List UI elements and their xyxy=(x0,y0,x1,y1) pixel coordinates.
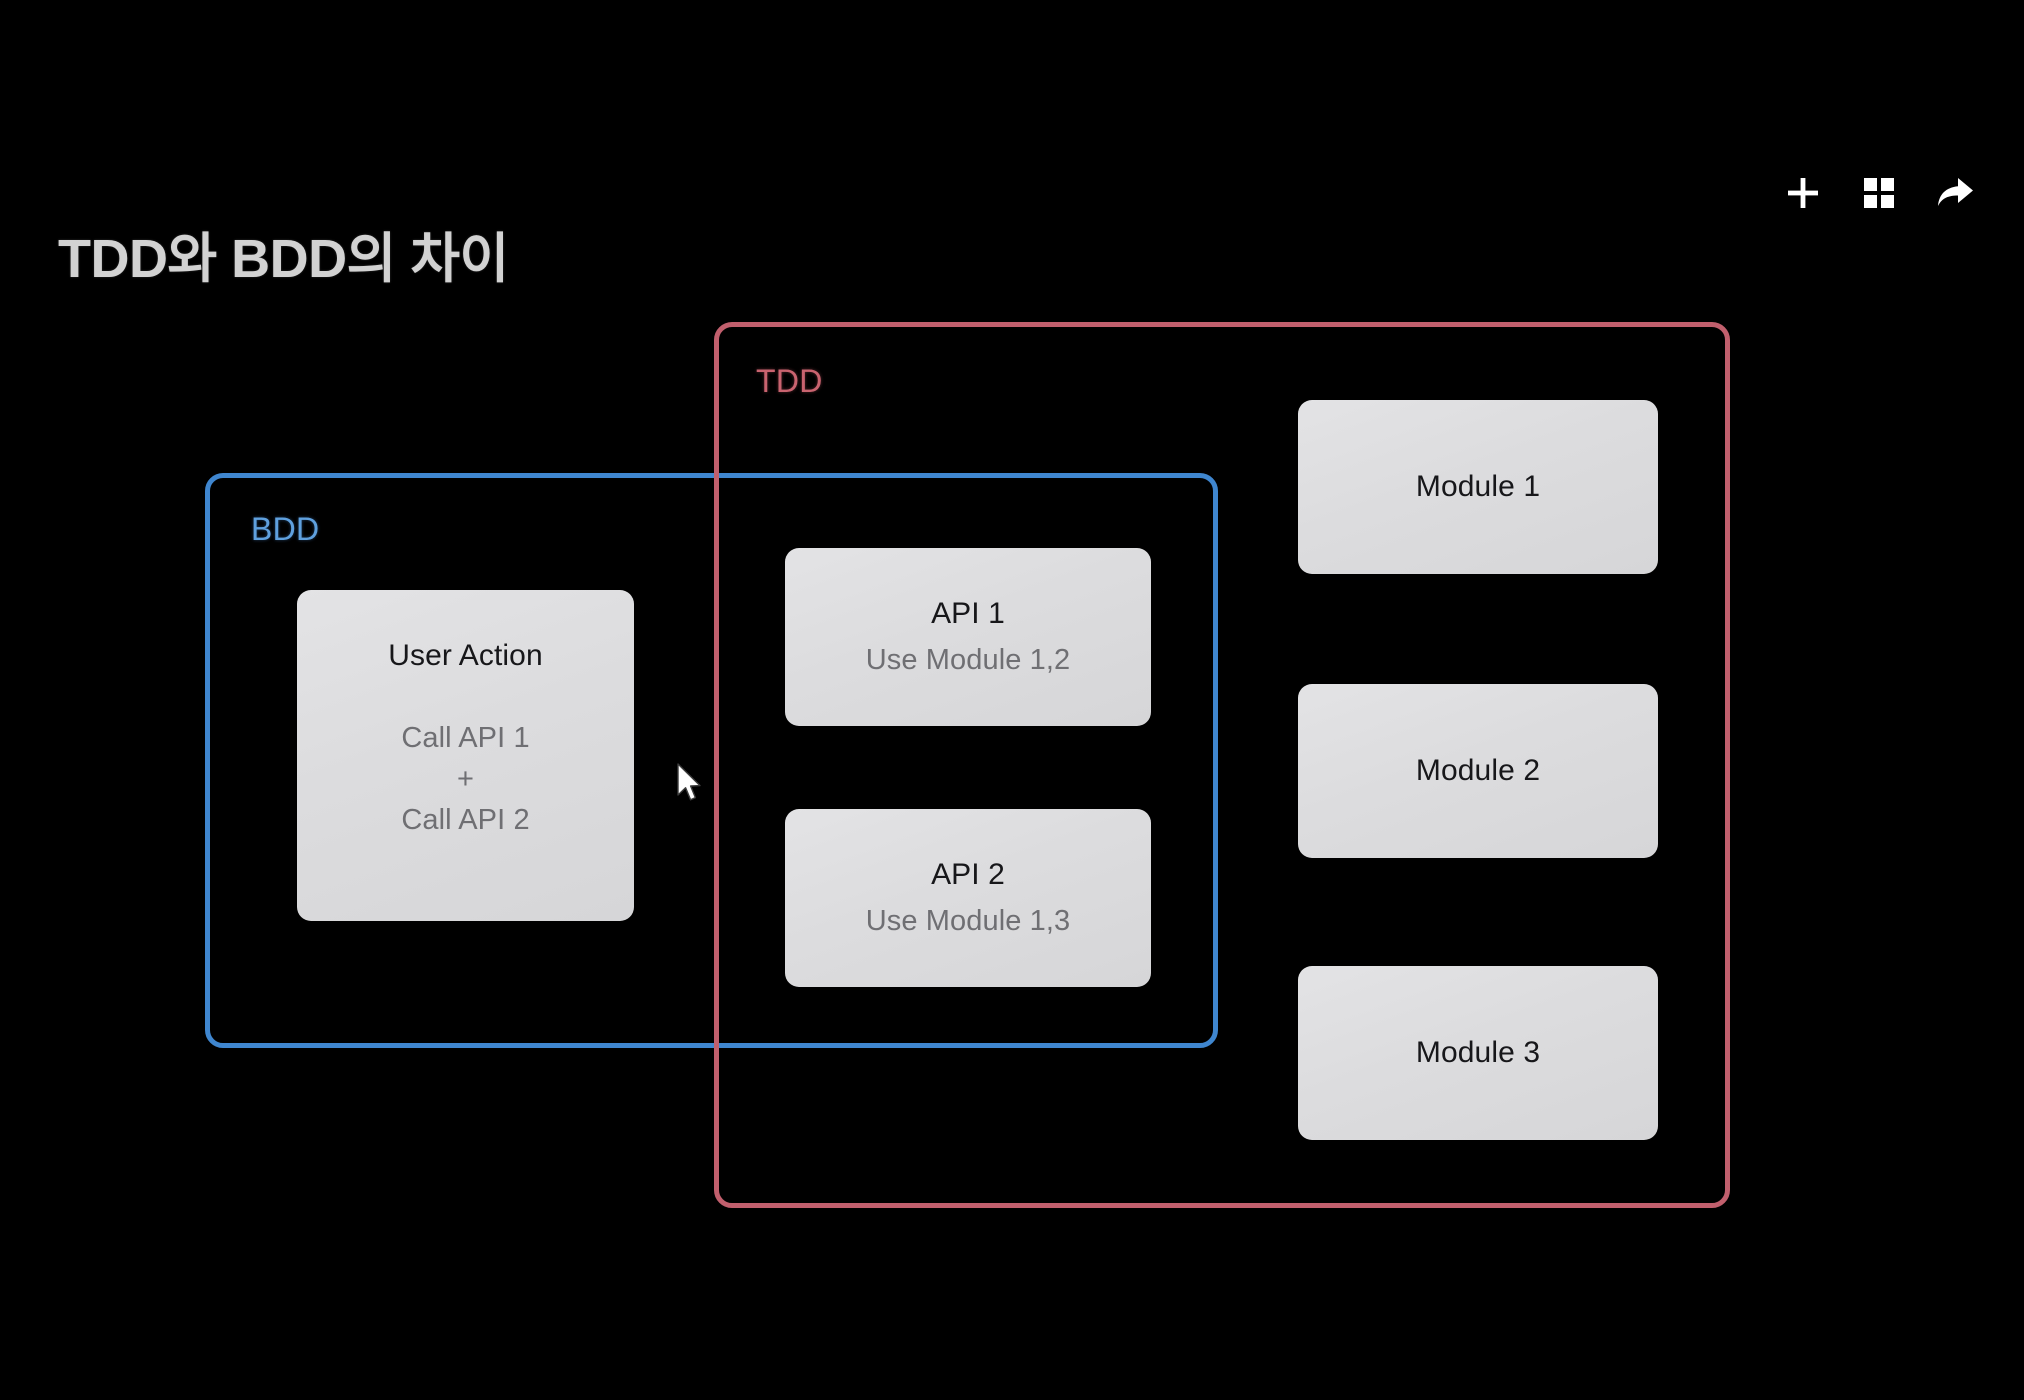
user-action-title: User Action xyxy=(388,639,543,672)
api-2-subtitle: Use Module 1,3 xyxy=(865,904,1071,937)
plus-icon[interactable] xyxy=(1782,172,1824,214)
module-2-title: Module 2 xyxy=(1415,754,1541,788)
user-action-plus: + xyxy=(456,762,475,795)
page-title: TDD와 BDD의 차이 xyxy=(58,229,509,289)
tdd-group-box xyxy=(714,322,1730,1208)
user-action-line-1: Call API 1 xyxy=(401,721,530,754)
module-1-title: Module 1 xyxy=(1415,470,1541,504)
api-1-title: API 1 xyxy=(931,597,1005,631)
module-3-title: Module 3 xyxy=(1415,1036,1541,1070)
api-1-subtitle: Use Module 1,2 xyxy=(865,643,1071,676)
api-2-title: API 2 xyxy=(931,858,1005,892)
user-action-line-2: Call API 2 xyxy=(401,804,530,837)
tdd-group-label: TDD xyxy=(756,363,823,399)
module-2-card[interactable]: Module 2 xyxy=(1298,684,1658,858)
user-action-card[interactable]: User Action Call API 1 + Call API 2 xyxy=(297,590,634,921)
bdd-group-label: BDD xyxy=(251,511,320,547)
bdd-group-box xyxy=(205,473,1218,1048)
module-1-card[interactable]: Module 1 xyxy=(1298,400,1658,574)
api-1-card[interactable]: API 1 Use Module 1,2 xyxy=(785,548,1151,726)
api-2-card[interactable]: API 2 Use Module 1,3 xyxy=(785,809,1151,987)
slide-toolbar xyxy=(1782,172,1976,214)
share-icon[interactable] xyxy=(1934,172,1976,214)
grid-icon[interactable] xyxy=(1858,172,1900,214)
module-3-card[interactable]: Module 3 xyxy=(1298,966,1658,1140)
